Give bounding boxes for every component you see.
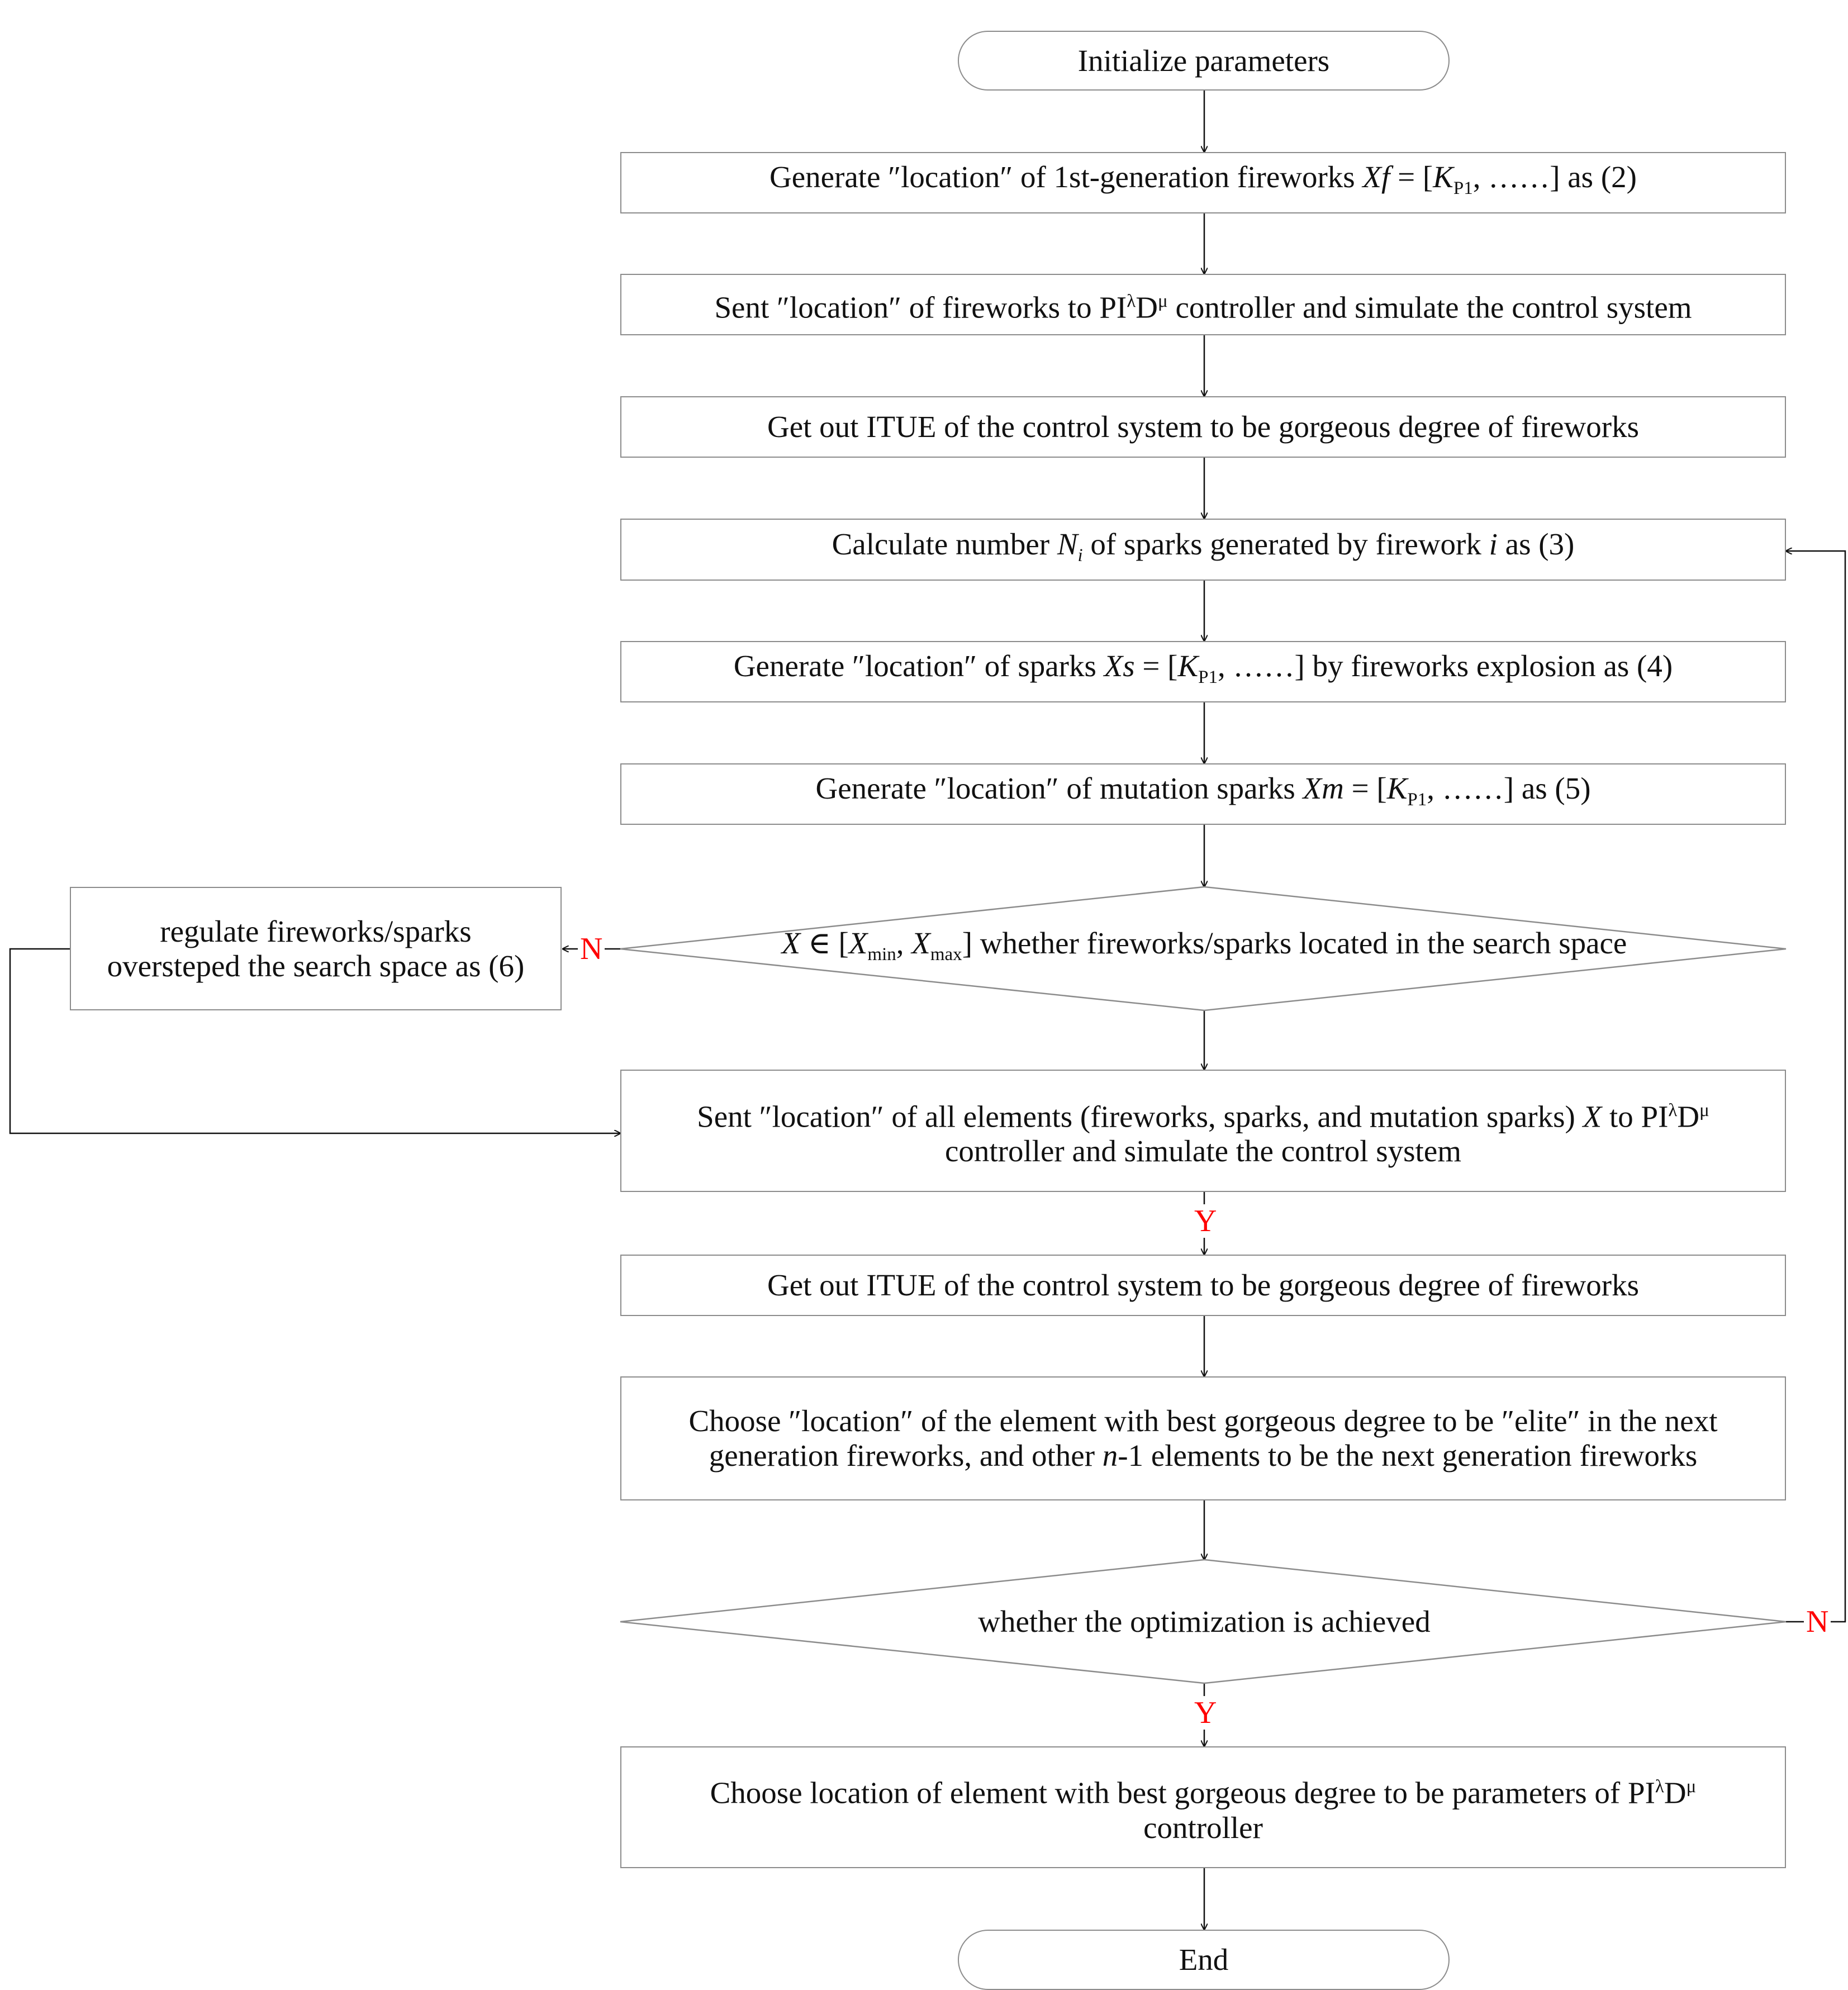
decision1-x: X: [781, 926, 801, 960]
step-get-itue-1: Get out ITUE of the control system to be…: [620, 396, 1786, 458]
decision2-diamond: [620, 1559, 1787, 1684]
step10-sup-lambda: λ: [1655, 1777, 1664, 1797]
step4-text-a: Calculate number: [832, 526, 1057, 561]
step5-var: Xs: [1104, 649, 1135, 683]
step4-text-b: of sparks generated by firework: [1082, 526, 1489, 561]
side-box-line1: regulate fireworks/sparks: [160, 914, 472, 948]
step-generate-mutation-sparks: Generate ″location″ of mutation sparks X…: [620, 763, 1786, 825]
decision2-no-label: N: [1804, 1605, 1831, 1638]
step1-text-a: Generate ″location″ of 1st-generation fi…: [769, 160, 1363, 194]
step-choose-parameters: Choose location of element with best gor…: [620, 1746, 1786, 1868]
side-box-line2: oversteped the search space as (6): [107, 948, 525, 983]
step4-i: i: [1489, 526, 1498, 561]
decision1-xmin: X: [848, 926, 868, 960]
step2-sup-mu: μ: [1158, 291, 1168, 312]
decision2-label: whether the optimization is achieved: [699, 1595, 1710, 1649]
decision1-max-sub: max: [930, 944, 962, 965]
step10-d: D: [1664, 1775, 1687, 1810]
side-box-regulate: regulate fireworks/sparks oversteped the…: [70, 887, 562, 1010]
step5-text-c: , ……] by fireworks explosion as (4): [1218, 649, 1673, 683]
decision1-in: ∈ [: [800, 926, 849, 960]
step4-n: N: [1057, 526, 1078, 561]
step6-k: K: [1386, 771, 1408, 805]
step10-sup-mu: μ: [1686, 1777, 1697, 1797]
decision2-text: whether the optimization is achieved: [978, 1604, 1431, 1638]
step-send-all-elements: Sent ″location″ of all elements (firewor…: [620, 1070, 1786, 1192]
decision2-yes-label: Y: [1193, 1695, 1218, 1730]
step5-text-a: Generate ″location″ of sparks: [733, 649, 1104, 683]
end-label: End: [1179, 1942, 1229, 1977]
step7-text-b: to PI: [1602, 1099, 1669, 1134]
step7-line2: controller and simulate the control syst…: [944, 1134, 1462, 1169]
step9-line1: Choose ″location″ of the element with be…: [688, 1404, 1718, 1438]
decision1-min-sub: min: [867, 944, 896, 965]
start-label: Initialize parameters: [1077, 43, 1330, 78]
step-choose-elite: Choose ″location″ of the element with be…: [620, 1376, 1786, 1500]
start-terminal: Initialize parameters: [958, 31, 1450, 91]
step9-line2-b: -1 elements to be the next generation fi…: [1118, 1438, 1698, 1473]
step6-k-sub: P1: [1407, 790, 1427, 810]
step2-d: D: [1136, 290, 1158, 325]
step7-sup-lambda: λ: [1668, 1100, 1678, 1120]
arrow-sidebox-step7: [9, 948, 620, 1133]
decision1-yes-label: Y: [1193, 1204, 1218, 1238]
step2-text-b: controller and simulate the control syst…: [1167, 290, 1692, 325]
step1-text-c: , ……] as (2): [1472, 160, 1637, 194]
step6-text-c: , ……] as (5): [1427, 771, 1591, 805]
decision1-no-label: N: [578, 932, 605, 966]
step9-n: n: [1102, 1438, 1118, 1473]
step6-text-a: Generate ″location″ of mutation sparks: [815, 771, 1303, 805]
step7-line1: Sent ″location″ of all elements (firewor…: [697, 1093, 1709, 1134]
step10-text-a: Choose location of element with best gor…: [710, 1775, 1655, 1810]
step7-x: X: [1583, 1099, 1602, 1134]
step6-text: Generate ″location″ of mutation sparks X…: [815, 771, 1590, 817]
step1-text: Generate ″location″ of 1st-generation fi…: [769, 160, 1637, 206]
step9-line2-a: generation fireworks, and other: [709, 1438, 1103, 1473]
step7-sup-mu: μ: [1699, 1100, 1709, 1120]
step-generate-sparks: Generate ″location″ of sparks Xs = [KP1,…: [620, 641, 1786, 702]
step8-text: Get out ITUE of the control system to be…: [767, 1268, 1639, 1302]
step7-text-a: Sent ″location″ of all elements (firewor…: [697, 1099, 1583, 1134]
arrow-decision2-step4-loop: [1786, 551, 1846, 1623]
step-get-itue-2: Get out ITUE of the control system to be…: [620, 1255, 1786, 1316]
step1-text-b: = [: [1390, 160, 1433, 194]
step7-d: D: [1677, 1099, 1700, 1134]
step4-text-c: as (3): [1497, 526, 1575, 561]
step2-text: Sent ″location″ of fireworks to PIλDμ co…: [714, 284, 1692, 325]
decision1-xmax: X: [911, 926, 930, 960]
step1-k-sub: P1: [1453, 178, 1473, 198]
step3-text: Get out ITUE of the control system to be…: [767, 410, 1639, 444]
decision1-label: X ∈ [Xmin, Xmax] whether fireworks/spark…: [699, 922, 1710, 976]
decision1-diamond: [620, 886, 1787, 1011]
step5-text-b: = [: [1134, 649, 1178, 683]
step2-text-a: Sent ″location″ of fireworks to PI: [714, 290, 1127, 325]
step-calculate-sparks: Calculate number Ni of sparks generated …: [620, 519, 1786, 581]
step4-n-sub: i: [1077, 545, 1083, 566]
step6-var: Xm: [1303, 771, 1344, 805]
step4-text: Calculate number Ni of sparks generated …: [832, 527, 1575, 573]
end-terminal: End: [958, 1930, 1450, 1990]
decision1-comma: ,: [896, 926, 912, 960]
step2-sup-lambda: λ: [1127, 291, 1136, 312]
step10-line2: controller: [1143, 1810, 1263, 1845]
step9-line2: generation fireworks, and other n-1 elem…: [709, 1438, 1698, 1473]
step-send-fireworks: Sent ″location″ of fireworks to PIλDμ co…: [620, 274, 1786, 335]
step5-k-sub: P1: [1198, 667, 1218, 687]
step5-k: K: [1177, 649, 1199, 683]
step1-var: Xf: [1362, 160, 1390, 194]
step1-k: K: [1433, 160, 1453, 194]
decision1-rest: ] whether fireworks/sparks located in th…: [962, 926, 1627, 960]
step5-text: Generate ″location″ of sparks Xs = [KP1,…: [734, 649, 1673, 695]
step10-line1: Choose location of element with best gor…: [710, 1769, 1697, 1810]
step-generate-fireworks: Generate ″location″ of 1st-generation fi…: [620, 152, 1786, 213]
step6-text-b: = [: [1343, 771, 1387, 805]
